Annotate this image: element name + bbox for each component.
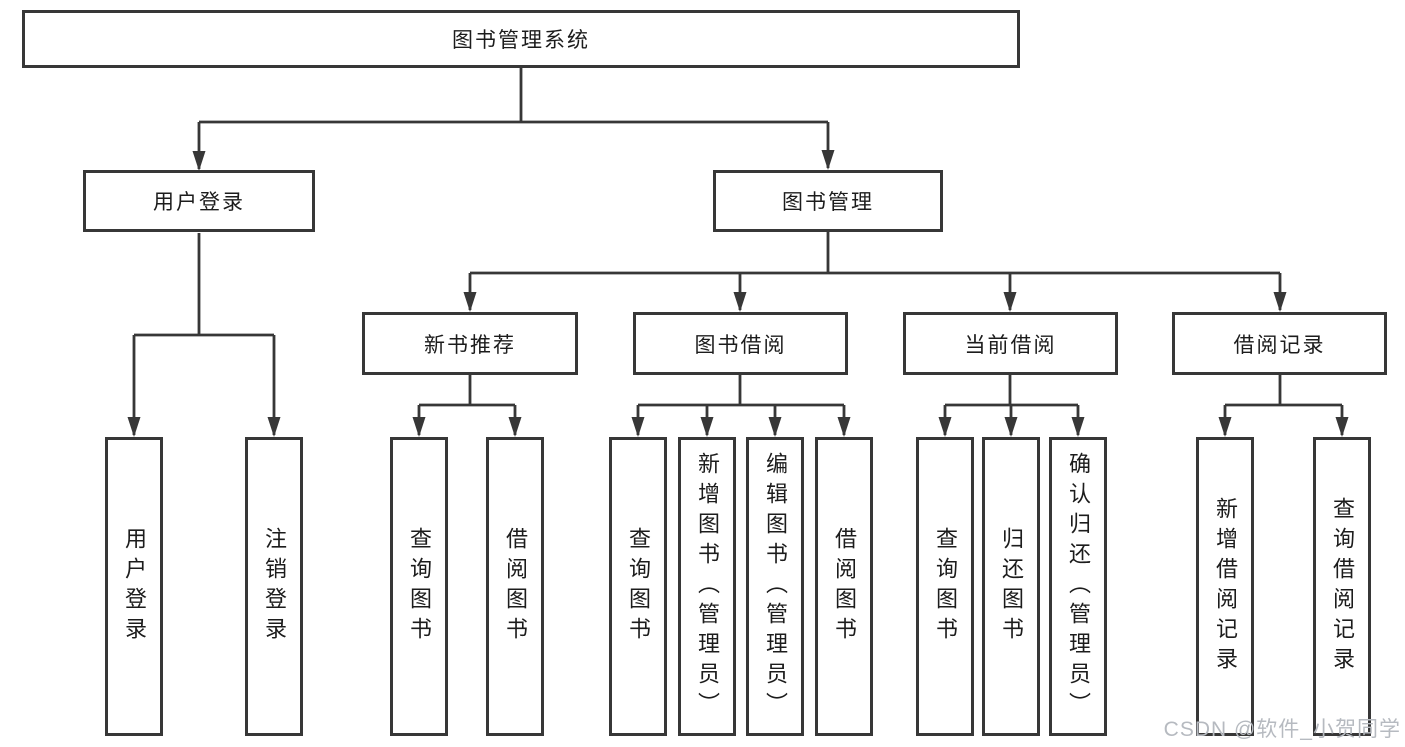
leaf-confirm-return-admin: 确认归还（管理员）	[1049, 437, 1107, 736]
node-current-borrow: 当前借阅	[903, 312, 1118, 375]
leaf-query-books-recommend: 查询图书	[390, 437, 448, 736]
leaf-return-book: 归还图书	[982, 437, 1040, 736]
arrowheads	[127, 150, 1349, 437]
node-book-borrow: 图书借阅	[633, 312, 848, 375]
node-user-login: 用户登录	[83, 170, 315, 232]
node-new-book-recommend: 新书推荐	[362, 312, 578, 375]
node-library-system: 图书管理系统	[22, 10, 1020, 68]
leaf-edit-book-admin: 编辑图书（管理员）	[746, 437, 804, 736]
leaf-user-login: 用户登录	[105, 437, 163, 736]
node-borrow-records: 借阅记录	[1172, 312, 1387, 375]
leaf-query-books-current: 查询图书	[916, 437, 974, 736]
leaf-borrow-books-2: 借阅图书	[815, 437, 873, 736]
node-book-management: 图书管理	[713, 170, 943, 232]
leaf-logout: 注销登录	[245, 437, 303, 736]
leaf-query-borrow-record: 查询借阅记录	[1313, 437, 1371, 736]
leaf-add-book-admin: 新增图书（管理员）	[678, 437, 736, 736]
leaf-query-books-borrow: 查询图书	[609, 437, 667, 736]
csdn-watermark: CSDN @软件_小贺同学	[1163, 718, 1401, 741]
leaf-add-borrow-record: 新增借阅记录	[1196, 437, 1254, 736]
leaf-borrow-books-recommend: 借阅图书	[486, 437, 544, 736]
